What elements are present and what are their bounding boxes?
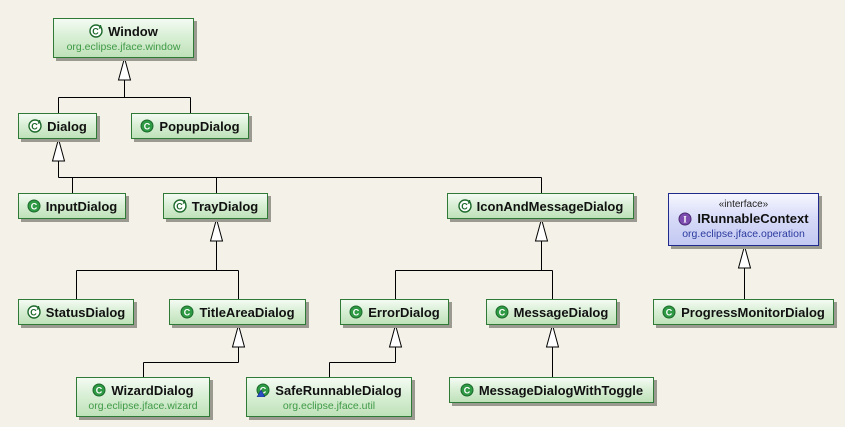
class-name: TitleAreaDialog [199, 304, 295, 320]
stereotype-label: «interface» [718, 199, 769, 210]
svg-text:C: C [31, 202, 38, 212]
class-name: MessageDialogWithToggle [478, 382, 644, 398]
svg-text:C: C [31, 122, 38, 132]
svg-text:C: C [464, 386, 471, 396]
interface-icon: I [678, 212, 692, 226]
class-name: InputDialog [45, 198, 118, 214]
package-name: org.eclipse.jface.util [282, 399, 376, 412]
svg-text:A: A [182, 200, 186, 206]
svg-text:C: C [92, 27, 99, 37]
class-icon: C [27, 199, 41, 213]
class-messagedialogwithtoggle[interactable]: C MessageDialogWithToggle [449, 377, 654, 403]
class-saferunnabledialog[interactable]: C SafeRunnableDialog org.eclipse.jface.u… [246, 377, 412, 417]
generalization-arrowhead [209, 217, 224, 242]
package-name: org.eclipse.jface.window [66, 40, 181, 53]
class-titleareadialog[interactable]: C TitleAreaDialog [169, 299, 306, 325]
class-name: MessageDialog [513, 304, 609, 320]
svg-text:A: A [36, 306, 40, 312]
class-icon: C [180, 305, 194, 319]
interface-name: IRunnableContext [697, 211, 809, 226]
class-name: StatusDialog [45, 304, 126, 320]
generalization-arrowhead [388, 323, 403, 348]
class-icon: C [460, 383, 474, 397]
class-icon: C [140, 119, 154, 133]
class-icon: C [349, 305, 363, 319]
class-name: WizardDialog [111, 382, 194, 398]
svg-text:A: A [99, 25, 103, 31]
generalization-arrowhead [545, 323, 560, 348]
svg-text:C: C [353, 308, 360, 318]
class-name: Window [108, 23, 158, 39]
svg-text:C: C [30, 308, 37, 318]
class-name: ErrorDialog [368, 304, 440, 320]
svg-text:C: C [144, 122, 151, 132]
class-with-warning-icon: C [256, 383, 270, 397]
class-errordialog[interactable]: C ErrorDialog [340, 299, 449, 325]
svg-text:A: A [467, 200, 471, 206]
class-icon: C [662, 305, 676, 319]
class-messagedialog[interactable]: C MessageDialog [486, 299, 617, 325]
svg-text:C: C [498, 308, 505, 318]
generalization-arrowhead [737, 244, 752, 269]
class-name: TrayDialog [191, 198, 259, 214]
generalization-arrowhead [51, 137, 66, 162]
svg-text:I: I [684, 214, 688, 224]
package-name: org.eclipse.jface.wizard [88, 399, 198, 412]
svg-text:A: A [38, 120, 42, 126]
class-icon: C [495, 305, 509, 319]
class-popupdialog[interactable]: C PopupDialog [131, 113, 249, 139]
class-name: SafeRunnableDialog [275, 382, 402, 398]
class-name: Dialog [47, 118, 87, 134]
generalization-arrowhead [117, 56, 132, 81]
class-name: PopupDialog [159, 118, 240, 134]
svg-text:C: C [260, 386, 267, 396]
svg-text:C: C [666, 308, 673, 318]
package-name: org.eclipse.jface.operation [682, 228, 805, 240]
class-name: IconAndMessageDialog [476, 198, 624, 214]
svg-text:C: C [184, 308, 191, 318]
class-progressmonitordialog[interactable]: C ProgressMonitorDialog [653, 299, 834, 325]
svg-text:C: C [461, 202, 468, 212]
generalization-arrowhead [231, 323, 246, 348]
generalization-arrowhead [534, 217, 549, 242]
class-wizarddialog[interactable]: C WizardDialog org.eclipse.jface.wizard [76, 377, 210, 417]
class-name: ProgressMonitorDialog [681, 304, 825, 320]
svg-text:C: C [176, 202, 183, 212]
class-inputdialog[interactable]: C InputDialog [18, 193, 126, 219]
svg-text:C: C [96, 386, 103, 396]
class-icon: C [92, 383, 106, 397]
interface-irunnablecontext[interactable]: «interface» I IRunnableContext org.eclip… [668, 193, 819, 246]
